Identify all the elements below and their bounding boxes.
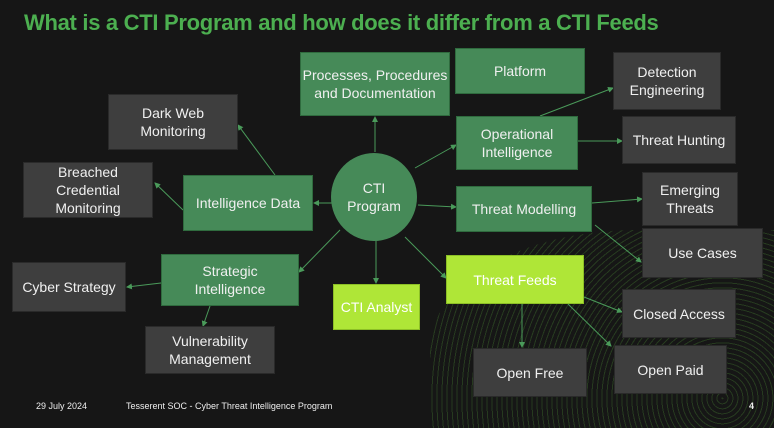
node-emerging-threats: Emerging Threats — [642, 172, 738, 226]
node-open-free: Open Free — [473, 348, 587, 397]
node-threat-modelling: Threat Modelling — [456, 186, 592, 232]
node-platform: Platform — [455, 48, 585, 94]
node-threat-feeds: Threat Feeds — [446, 255, 584, 304]
node-vulnerability-management: Vulnerability Management — [145, 326, 275, 374]
node-processes: Processes, Procedures and Documentation — [300, 52, 450, 116]
node-use-cases: Use Cases — [642, 228, 763, 278]
node-cti-program: CTI Program — [331, 153, 417, 241]
footer-date: 29 July 2024 — [36, 401, 88, 411]
node-operational-intelligence: Operational Intelligence — [456, 116, 578, 170]
page-number: 4 — [749, 401, 755, 411]
node-breached-credential-monitoring: Breached Credential Monitoring — [23, 162, 153, 218]
node-cyber-strategy: Cyber Strategy — [12, 262, 126, 312]
node-cti-analyst: CTI Analyst — [333, 284, 420, 330]
node-closed-access: Closed Access — [622, 289, 736, 338]
node-open-paid: Open Paid — [614, 345, 727, 394]
slide-title: What is a CTI Program and how does it di… — [24, 10, 659, 35]
node-dark-web-monitoring: Dark Web Monitoring — [108, 94, 238, 150]
node-strategic-intelligence: Strategic Intelligence — [161, 254, 299, 306]
node-detection-engineering: Detection Engineering — [613, 52, 721, 110]
node-threat-hunting: Threat Hunting — [622, 116, 736, 164]
node-intelligence-data: Intelligence Data — [183, 175, 313, 231]
footer-caption: Tesserent SOC - Cyber Threat Intelligenc… — [126, 401, 333, 411]
